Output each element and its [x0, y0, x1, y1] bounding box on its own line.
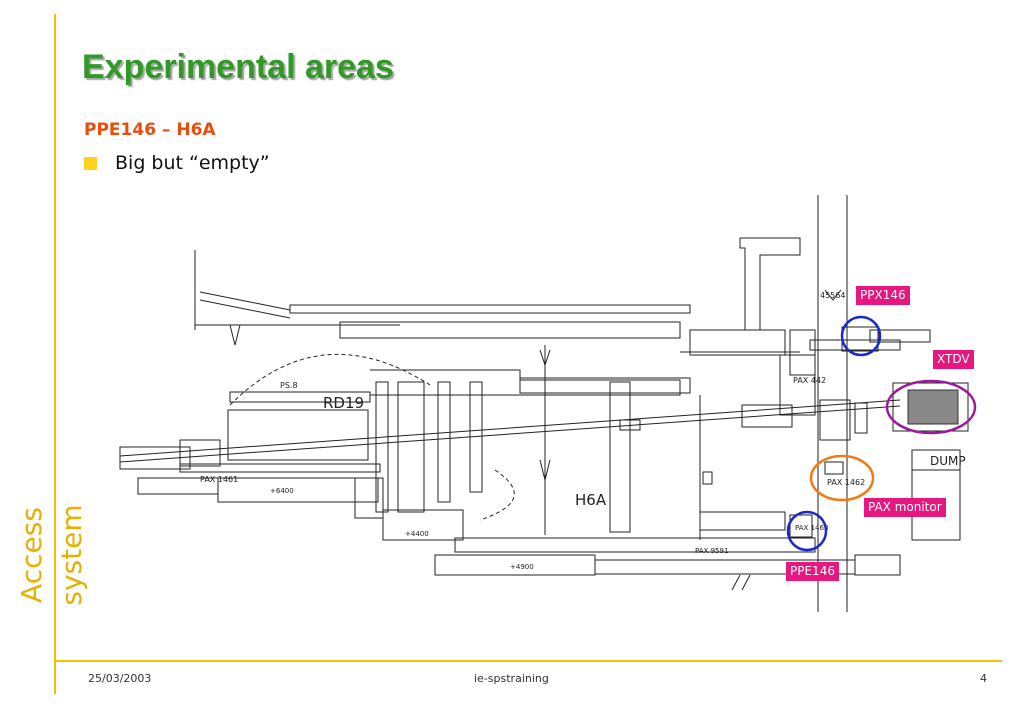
label-pax-442: PAX 442 [793, 376, 826, 385]
label-pax-1461: PAX 1461 [200, 475, 238, 484]
label-level-4400: +4400 [405, 530, 429, 538]
page-number: 4 [980, 672, 987, 685]
label-45564: 45564 [820, 291, 845, 300]
xtdv-highlight-ellipse [885, 379, 977, 435]
label-pax-1468: PAX 1468 [795, 524, 828, 532]
ppe146-highlight-circle [786, 510, 828, 552]
ppx146-highlight-circle [840, 315, 882, 357]
label-pax-1462: PAX 1462 [827, 478, 865, 487]
left-accent-line [54, 14, 56, 694]
slide-title: Experimental areas [82, 48, 394, 86]
callout-pax-monitor: PAX monitor [864, 498, 946, 517]
callout-ppx146: PPX146 [856, 286, 910, 305]
label-rd19: RD19 [323, 394, 364, 412]
callout-ppe146: PPE146 [786, 562, 839, 581]
label-pax-9591: PAX 9591 [695, 547, 728, 555]
label-h6a: H6A [575, 491, 607, 509]
slide-subtitle: PPE146 – H6A [84, 120, 216, 140]
bullet-square-icon [84, 156, 97, 170]
footer-date: 25/03/2003 [88, 672, 152, 685]
label-level-6400: +6400 [270, 487, 294, 495]
footer-center-text: ie-spstraining [474, 672, 549, 685]
bullet-item: Big but “empty” [84, 152, 270, 174]
label-ps8: PS.8 [280, 381, 298, 390]
label-dump: DUMP [930, 454, 966, 468]
pax-monitor-highlight-ellipse [809, 454, 875, 502]
bullet-text: Big but “empty” [115, 152, 270, 174]
label-level-4900: +4900 [510, 563, 534, 571]
footer-accent-line [54, 660, 1002, 662]
callout-xtdv: XTDV [933, 350, 974, 369]
